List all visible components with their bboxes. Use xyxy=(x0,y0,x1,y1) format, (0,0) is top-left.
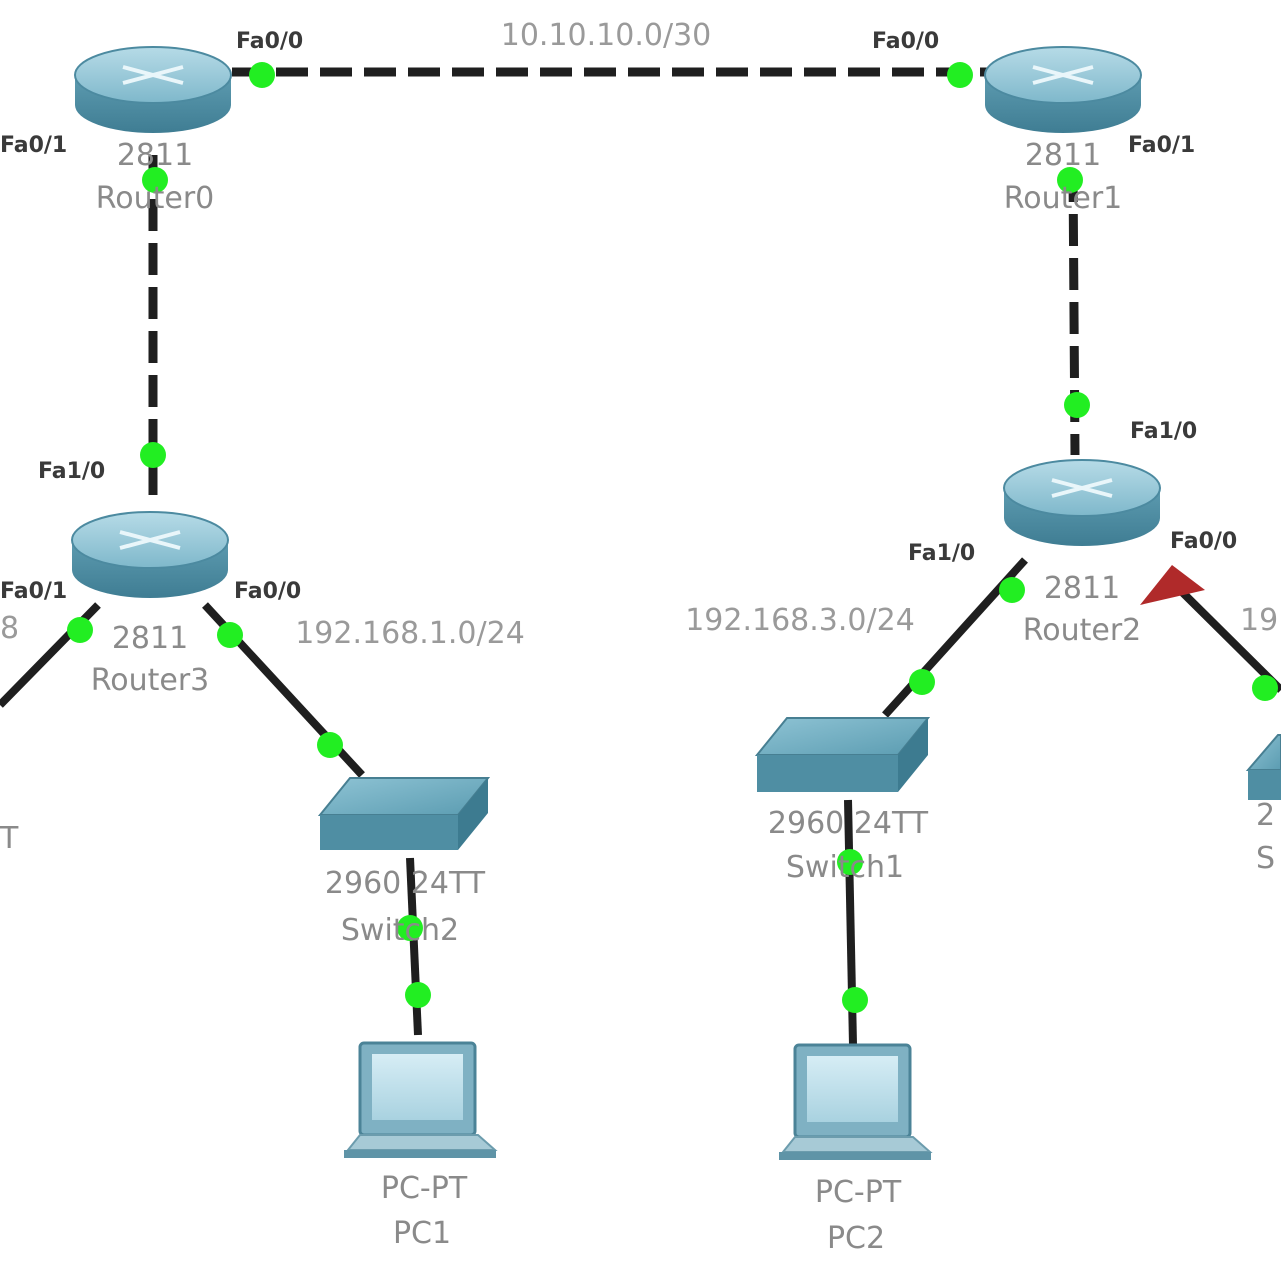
network-label-lan3: 192.168.3.0/24 xyxy=(685,603,915,638)
port-label-r0-fa01: Fa0/1 xyxy=(0,133,67,158)
router1-model-label: 2811 xyxy=(1025,138,1101,173)
router3-model-label: 2811 xyxy=(112,621,188,656)
router2-model-label: 2811 xyxy=(1044,571,1120,606)
link-up-dot xyxy=(217,622,243,648)
port-labels: Fa0/0 Fa0/0 Fa0/1 Fa0/1 Fa1/0 Fa0/1 Fa0/… xyxy=(0,29,1237,604)
network-label-edge-right: 19 xyxy=(1240,603,1278,638)
link-up-dot xyxy=(67,617,93,643)
switch-1[interactable] xyxy=(754,717,931,792)
port-label-r1-fa00: Fa0/0 xyxy=(872,29,939,54)
pc-screen xyxy=(372,1054,463,1120)
port-label-r0-fa00: Fa0/0 xyxy=(236,29,303,54)
port-label-r3-fa00: Fa0/0 xyxy=(234,579,301,604)
switch-right-name-label: S xyxy=(1256,841,1275,876)
network-label-lan1: 192.168.1.0/24 xyxy=(295,616,525,651)
switch-right-partial[interactable] xyxy=(1245,734,1281,800)
port-label-r2-fa00: Fa0/0 xyxy=(1170,529,1237,554)
switch-right-model-label: 2 xyxy=(1256,798,1275,833)
network-label-edge-left: 8 xyxy=(0,611,19,646)
router-arrows-icon xyxy=(1032,65,1094,85)
port-label-r2-fa10-top: Fa1/0 xyxy=(1130,419,1197,444)
pc-base xyxy=(779,1152,931,1160)
switch-side xyxy=(898,718,928,792)
router-arrows-icon xyxy=(1051,478,1113,498)
router-arrows-icon xyxy=(119,530,181,550)
pc1-name-label: PC1 xyxy=(393,1216,451,1251)
pc-screen xyxy=(807,1056,898,1122)
link-up-dot xyxy=(1057,167,1083,193)
router-1[interactable] xyxy=(984,46,1142,133)
link-up-dot xyxy=(405,982,431,1008)
switch2-model-label: 2960 24TT xyxy=(325,866,486,901)
link-up-dot xyxy=(999,577,1025,603)
router1-name-label: Router1 xyxy=(1004,181,1123,216)
switch-front xyxy=(757,755,898,792)
pc-keyboard xyxy=(780,1136,933,1153)
link-down-triangle xyxy=(1140,565,1205,605)
link-up-dot xyxy=(842,987,868,1013)
link-up-dot xyxy=(1064,392,1090,418)
port-label-r1-fa01: Fa0/1 xyxy=(1128,133,1195,158)
link-up-dot xyxy=(909,669,935,695)
router3-name-label: Router3 xyxy=(91,663,210,698)
switch-side xyxy=(458,778,488,850)
switch2-name-label: Switch2 xyxy=(341,913,459,948)
pc2-model-label: PC-PT xyxy=(815,1175,902,1210)
link-up-dot xyxy=(397,915,423,941)
pc-2[interactable] xyxy=(779,1043,933,1160)
link-status-indicators xyxy=(67,62,1278,1013)
switch-icon xyxy=(1245,734,1281,771)
link-up-dot xyxy=(1252,675,1278,701)
router-2[interactable] xyxy=(1003,459,1161,546)
link-up-dot xyxy=(249,62,275,88)
network-label-wan: 10.10.10.0/30 xyxy=(501,18,712,53)
port-label-r2-fa10: Fa1/0 xyxy=(908,541,975,566)
link-up-dot xyxy=(317,732,343,758)
router0-model-label: 2811 xyxy=(117,138,193,173)
link-up-dot xyxy=(142,167,168,193)
switch-left-model-label: T xyxy=(0,821,19,856)
link-up-dot xyxy=(947,62,973,88)
port-label-r3-fa01: Fa0/1 xyxy=(0,579,67,604)
port-label-r3-fa10: Fa1/0 xyxy=(38,459,105,484)
switch-front xyxy=(320,815,458,850)
device-labels: 2811 Router0 2811 Router1 2811 Router3 2… xyxy=(0,138,1275,1256)
link-up-dot xyxy=(140,442,166,468)
cable-router2-right[interactable] xyxy=(1172,582,1281,693)
switch-icon xyxy=(754,717,931,756)
router-3[interactable] xyxy=(71,511,229,598)
switch1-name-label: Switch1 xyxy=(786,850,904,885)
pc-keyboard xyxy=(345,1134,498,1151)
pc-1[interactable] xyxy=(344,1041,498,1158)
pc2-name-label: PC2 xyxy=(827,1221,885,1256)
switch-front xyxy=(1248,770,1281,800)
router-arrows-icon xyxy=(122,65,184,85)
pc-base xyxy=(344,1150,496,1158)
router0-name-label: Router0 xyxy=(96,181,215,216)
switch-2[interactable] xyxy=(317,777,491,850)
router-0[interactable] xyxy=(74,46,232,133)
network-labels: 10.10.10.0/30 192.168.1.0/24 192.168.3.0… xyxy=(0,18,1278,651)
pc1-model-label: PC-PT xyxy=(381,1171,468,1206)
switch1-model-label: 2960 24TT xyxy=(768,806,929,841)
router2-name-label: Router2 xyxy=(1023,613,1142,648)
link-up-dot xyxy=(837,849,863,875)
